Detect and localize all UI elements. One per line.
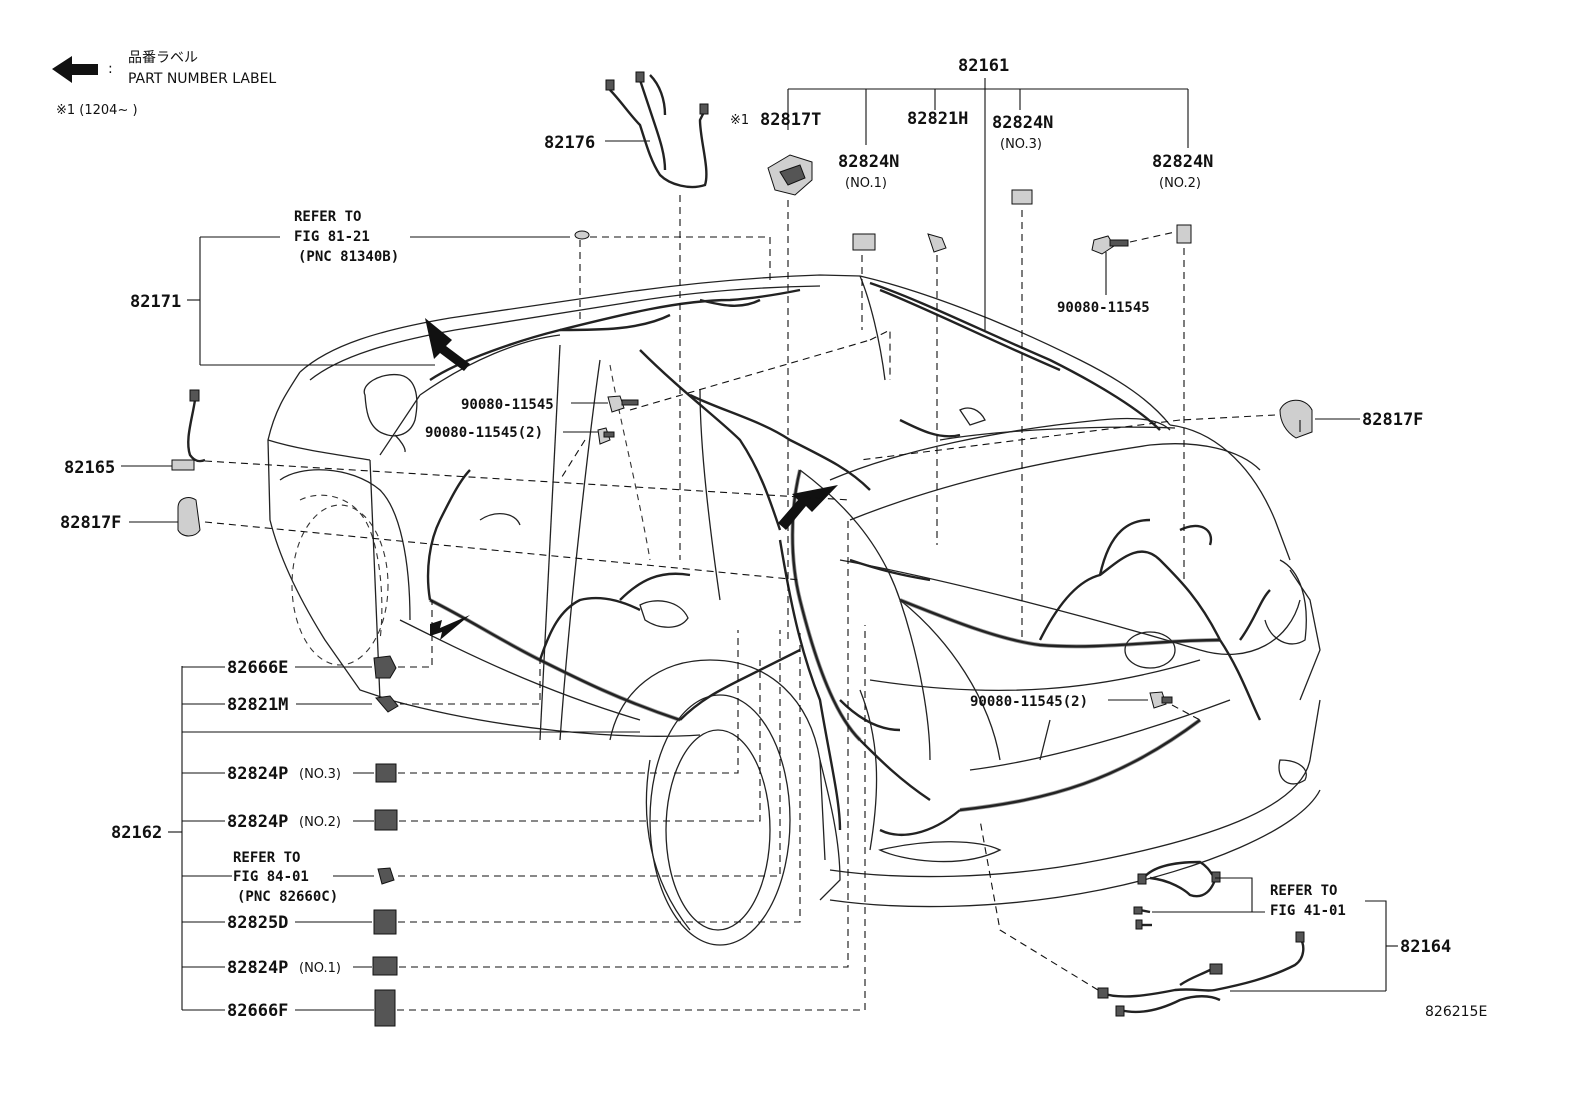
label-82164: 82164 [1400, 937, 1451, 957]
label-82824N-no2-sub: (NO.2) [1159, 176, 1201, 191]
part-82176: 82176 [544, 71, 709, 560]
legend-label-en: PART NUMBER LABEL [128, 71, 276, 87]
label-82817T: 82817T [760, 110, 821, 130]
label-82821H: 82821H [907, 109, 968, 129]
ref1-line2: FIG 81-21 [294, 229, 370, 245]
arrow-left-icon-floor [430, 615, 470, 640]
part-82824N-no2: 82824N (NO.2) 90080-11545 [1057, 152, 1213, 580]
arrow-left-icon [52, 56, 98, 83]
part-82165: 82165 [64, 389, 851, 501]
label-82162: 82162 [111, 823, 162, 843]
part-82817T: ※1 82817T [730, 110, 821, 640]
part-82171: 82171 REFER TO FIG 81-21 (PNC 81340B) [130, 209, 771, 366]
label-82817F-right: 82817F [1362, 410, 1423, 430]
arrow-down-right-icon [425, 318, 470, 371]
ref2-line3: (PNC 82660C) [237, 889, 338, 905]
ref2-line2: FIG 84-01 [233, 869, 309, 885]
label-82176: 82176 [544, 133, 595, 153]
label-82821M: 82821M [227, 695, 288, 715]
part-82824N-no1: 82824N (NO.1) [838, 152, 899, 330]
label-82666F: 82666F [227, 1001, 288, 1021]
label-82824P-no1: 82824P [227, 958, 288, 978]
part-82817F-left: 82817F [60, 497, 801, 581]
svg-text::: : [108, 61, 113, 77]
label-82824N-no1-sub: (NO.1) [845, 176, 887, 191]
label-82161: 82161 [958, 56, 1009, 76]
ref1-line3: (PNC 81340B) [298, 249, 399, 265]
part-bolts-mid: 90080-11545 90080-11545(2) [425, 329, 891, 481]
label-bolt-mid2: 90080-11545(2) [425, 425, 543, 441]
part-82824N-no3: 82824N (NO.3) [992, 113, 1053, 640]
label-82171: 82171 [130, 292, 181, 312]
arrow-down-left-icon [778, 485, 838, 530]
label-82165: 82165 [64, 458, 115, 478]
legend-note: ※1 (1204~ ) [56, 103, 138, 118]
ref2-line1: REFER TO [233, 850, 300, 866]
label-82824P-no3: 82824P [227, 764, 288, 784]
label-82825D: 82825D [227, 913, 288, 933]
label-82824N-no2: 82824N [1152, 152, 1213, 172]
part-82162-kit: 82162 82666E 82821M 82824P (NO.3) 82824P… [111, 520, 866, 1027]
part-bolt-rear: 90080-11545(2) [970, 691, 1201, 721]
label-bolt-mid1: 90080-11545 [461, 397, 554, 413]
label-82824P-no1-sub: (NO.1) [299, 961, 341, 976]
ref1-line1: REFER TO [294, 209, 361, 225]
label-82824P-no2: 82824P [227, 812, 288, 832]
part-82821H: 82821H [907, 109, 968, 545]
label-bolt-right: 90080-11545 [1057, 300, 1150, 316]
harness-routing [426, 281, 1271, 837]
pointer-arrows [425, 318, 838, 640]
ref3-line1: REFER TO [1270, 883, 1337, 899]
label-82824N-no3: 82824N [992, 113, 1053, 133]
ref3-line2: FIG 41-01 [1270, 903, 1346, 919]
label-82824P-no2-sub: (NO.2) [299, 815, 341, 830]
legend-label-jp: 品番ラベル [128, 50, 198, 66]
part-82164: REFER TO FIG 41-01 82164 [979, 819, 1451, 1017]
part-82817F-right: 82817F [859, 399, 1423, 461]
label-82824N-no3-sub: (NO.3) [1000, 137, 1042, 152]
label-82666E: 82666E [227, 658, 288, 678]
figure-id: 826215E [1425, 1004, 1487, 1020]
label-82824N-no1: 82824N [838, 152, 899, 172]
label-82824P-no3-sub: (NO.3) [299, 767, 341, 782]
label-82817F-left: 82817F [60, 513, 121, 533]
label-82817T-mark: ※1 [730, 113, 749, 128]
part-82161: 82161 [787, 56, 1189, 330]
part-number-label-legend: : 品番ラベル PART NUMBER LABEL ※1 (1204~ ) [52, 50, 276, 118]
label-bolt-rear: 90080-11545(2) [970, 694, 1088, 710]
